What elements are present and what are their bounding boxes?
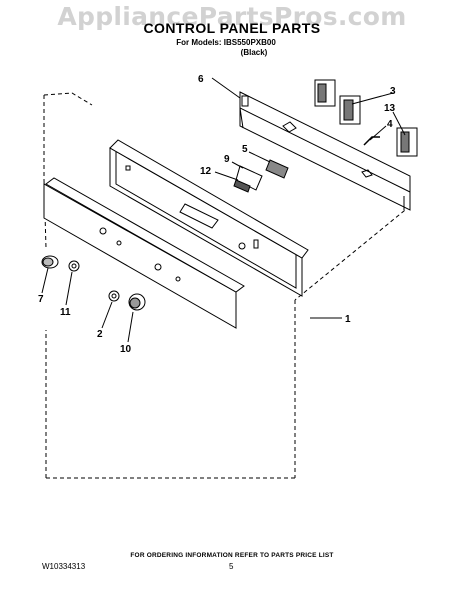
control-panel-frame — [109, 139, 309, 297]
knob-10 — [128, 293, 146, 311]
callout-6: 6 — [198, 74, 204, 85]
control-board — [235, 165, 263, 191]
bezel-11 — [68, 260, 80, 272]
assembly-outline — [43, 92, 93, 106]
knob-7 — [41, 255, 59, 269]
display-board — [265, 159, 289, 179]
callout-7: 7 — [38, 294, 44, 305]
page-title: CONTROL PANEL PARTS — [143, 20, 321, 36]
callout-10: 10 — [120, 344, 132, 355]
document-number: W10334313 — [42, 562, 86, 571]
models-line: For Models: IBS550PXB00 — [176, 38, 276, 47]
wire-jumper — [363, 136, 380, 146]
color-line: (Black) — [240, 48, 268, 57]
callout-2: 2 — [97, 329, 103, 340]
callout-11: 11 — [60, 307, 71, 318]
bracket-piece — [233, 179, 251, 193]
callout-3: 3 — [390, 86, 396, 97]
callout-4: 4 — [387, 119, 393, 130]
watermark: AppliancePartsPros.com — [57, 2, 407, 31]
callout-5: 5 — [242, 144, 248, 155]
callout-9: 9 — [224, 154, 230, 165]
callout-13: 13 — [384, 103, 396, 114]
callout-12: 12 — [200, 166, 212, 177]
bezel-2 — [108, 290, 120, 302]
page-number: 5 — [229, 562, 234, 571]
callout-1: 1 — [345, 314, 351, 325]
ordering-note: FOR ORDERING INFORMATION REFER TO PARTS … — [130, 552, 334, 559]
control-bracket — [239, 91, 411, 211]
